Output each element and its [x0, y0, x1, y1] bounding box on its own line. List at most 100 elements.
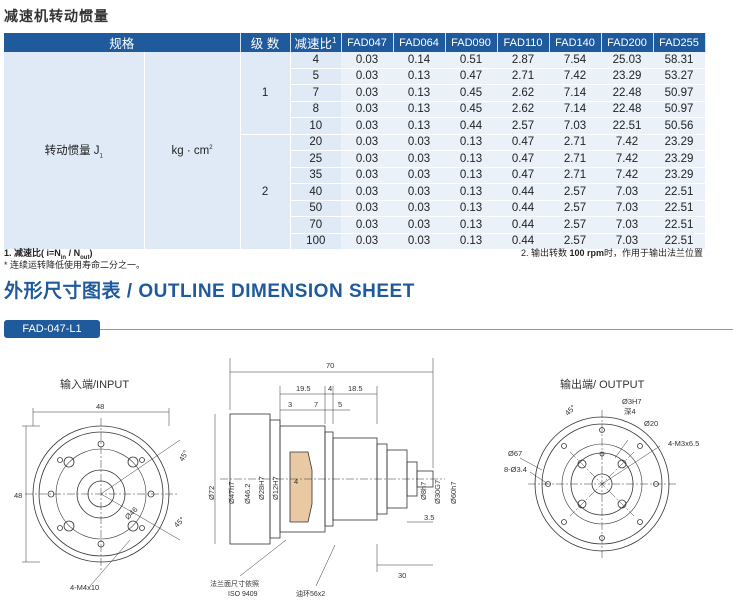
value-cell: 0.13	[445, 233, 498, 250]
value-cell: 2.71	[497, 68, 550, 85]
iso-note-2: ISO 9409	[228, 591, 258, 598]
dim-side-d30: Ø30G7	[433, 480, 442, 504]
dim-side-70: 70	[326, 361, 334, 370]
value-cell: 25.03	[601, 52, 654, 69]
value-cell: 7.14	[549, 101, 602, 118]
dim-side-d60: Ø60h7	[449, 481, 458, 504]
value-cell: 7.03	[549, 117, 602, 135]
stage-cell: 2	[239, 134, 291, 250]
value-cell: 22.51	[653, 183, 706, 201]
ratio-cell: 20	[289, 133, 342, 151]
footnote-ratio: 1. 减速比( i=Nin / Nout)	[4, 248, 93, 261]
value-cell: 0.51	[445, 52, 498, 69]
dim-output-d67: Ø67	[508, 449, 522, 458]
value-cell: 0.03	[341, 68, 394, 85]
dim-output-depth: 深4	[624, 407, 636, 416]
value-cell: 50.97	[653, 84, 706, 102]
value-cell: 23.29	[653, 167, 706, 184]
header-model-064: FAD064	[393, 33, 446, 52]
value-cell: 7.42	[601, 167, 654, 184]
value-cell: 0.03	[393, 133, 446, 151]
dim-input-height: 48	[14, 491, 22, 500]
value-cell: 0.13	[445, 167, 498, 184]
ratio-cell: 10	[289, 117, 342, 135]
value-cell: 2.71	[549, 133, 602, 151]
value-cell: 2.57	[497, 117, 550, 135]
header-stages: 级 数	[240, 33, 291, 52]
output-view-drawing	[519, 410, 676, 558]
value-cell: 0.44	[445, 117, 498, 135]
value-cell: 0.13	[445, 200, 498, 217]
value-cell: 0.03	[393, 216, 446, 234]
value-cell: 0.45	[445, 84, 498, 102]
footnote-output-speed: 2. 输出转数 100 rpm时，作用于输出法兰位置	[520, 248, 703, 258]
dim-output-d20: Ø20	[644, 419, 658, 428]
ratio-cell: 25	[289, 150, 342, 168]
ratio-cell: 35	[289, 167, 342, 184]
ratio-cell: 100	[289, 233, 342, 250]
value-cell: 0.47	[445, 68, 498, 85]
value-cell: 0.03	[393, 200, 446, 217]
value-cell: 0.03	[341, 101, 394, 118]
ratio-cell: 5	[289, 68, 342, 85]
value-cell: 0.03	[341, 84, 394, 102]
value-cell: 0.45	[445, 101, 498, 118]
dim-input-angle-a: 45°	[177, 449, 190, 463]
ratio-cell: 7	[289, 84, 342, 102]
value-cell: 0.03	[341, 52, 394, 69]
iso-note-1: 法兰面尺寸依照	[210, 579, 259, 588]
header-model-200: FAD200	[601, 33, 654, 52]
value-cell: 0.13	[393, 68, 446, 85]
value-cell: 0.47	[497, 133, 550, 151]
value-cell: 2.57	[549, 233, 602, 250]
value-cell: 7.03	[601, 200, 654, 217]
value-cell: 7.42	[601, 150, 654, 168]
value-cell: 7.03	[601, 216, 654, 234]
dim-side-4: 4	[328, 384, 332, 393]
value-cell: 50.97	[653, 101, 706, 118]
value-cell: 23.29	[653, 133, 706, 151]
header-ratio: 减速比1	[290, 33, 342, 52]
value-cell: 23.29	[653, 150, 706, 168]
inertia-title: 减速机转动惯量	[4, 8, 109, 24]
model-tag: FAD-047-L1	[4, 320, 100, 338]
dim-input-width: 48	[96, 402, 104, 411]
stage-cell: 1	[239, 52, 291, 135]
ratio-cell: 4	[289, 52, 342, 69]
dim-side-195: 19.5	[296, 384, 311, 393]
value-cell: 0.13	[393, 84, 446, 102]
value-cell: 0.03	[341, 117, 394, 135]
value-cell: 7.42	[601, 133, 654, 151]
dim-output-d34: 8-Ø3.4	[504, 465, 527, 474]
value-cell: 22.51	[653, 200, 706, 217]
value-cell: 0.03	[341, 133, 394, 151]
value-cell: 2.62	[497, 84, 550, 102]
value-cell: 22.51	[601, 117, 654, 135]
value-cell: 23.29	[601, 68, 654, 85]
value-cell: 22.48	[601, 101, 654, 118]
value-cell: 0.13	[393, 117, 446, 135]
oring-note: 油环56x2	[296, 589, 325, 598]
value-cell: 0.13	[445, 216, 498, 234]
dim-output-d3: Ø3H7	[622, 397, 642, 406]
dim-side-5: 5	[338, 400, 342, 409]
divider	[100, 329, 733, 330]
value-cell: 22.51	[653, 216, 706, 234]
dim-side-d8: Ø8h7	[419, 482, 428, 500]
value-cell: 0.03	[341, 167, 394, 184]
value-cell: 22.51	[653, 233, 706, 250]
ratio-cell: 8	[289, 101, 342, 118]
dim-side-7: 7	[314, 400, 318, 409]
value-cell: 0.03	[341, 200, 394, 217]
value-cell: 2.62	[497, 101, 550, 118]
value-cell: 0.03	[341, 150, 394, 168]
footnote-continuous: * 连续运转降低使用寿命二分之一。	[4, 260, 146, 270]
value-cell: 2.57	[549, 200, 602, 217]
